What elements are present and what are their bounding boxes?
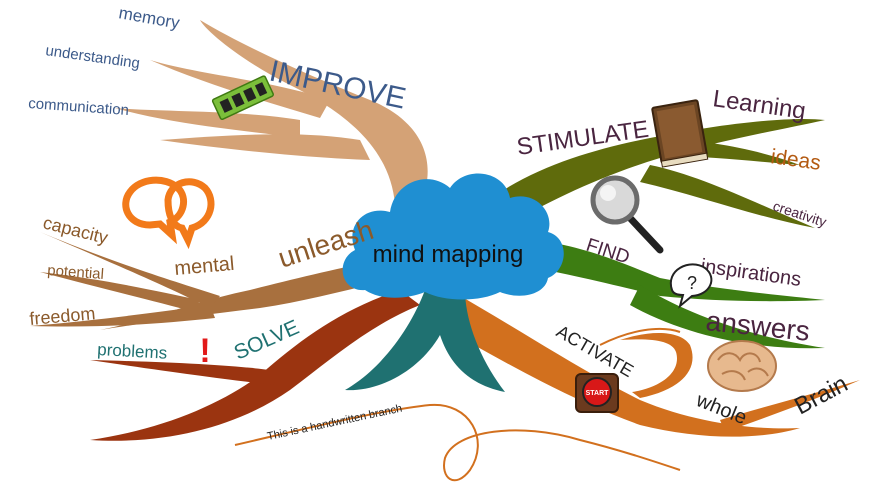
memory-chip-icon [211,75,274,121]
magnifying-glass-icon [590,175,664,254]
question-bubble-icon: ? [669,263,713,309]
handwritten-branch-label: This is a handwritten branch [266,403,403,443]
brain-icon [707,340,777,392]
chat-bubbles-icon [122,176,215,250]
item-brain: Brain [790,370,852,420]
branch-solve [90,290,420,441]
book-icon [651,99,709,168]
item-learning: Learning [711,85,807,125]
item-mental: mental [174,253,236,280]
center-cloud: mind mapping [342,173,564,300]
item-memory: memory [117,3,181,32]
item-capacity: capacity [41,212,110,247]
question-mark: ? [687,273,697,293]
branch-find [520,240,825,349]
item-creativity: creativity [771,198,828,230]
branch-unleash [30,232,380,330]
start-button-icon: START [575,373,619,413]
item-problems: problems [97,340,168,363]
branch-trunk-teal [345,290,505,392]
exclamation-icon: ! [199,332,210,370]
item-communication: communication [28,95,130,119]
item-potential: potential [47,262,105,283]
handwritten-branch-line [234,403,681,482]
handwritten-branch-line-upper [599,327,681,346]
item-ideas: ideas [769,145,822,175]
item-inspirations: inspirations [699,255,802,291]
center-label: mind mapping [373,241,524,268]
item-understanding: understanding [44,42,141,72]
start-button-label: START [586,390,610,397]
exclamation-mark: ! [199,332,210,370]
item-answers: answers [704,305,811,347]
